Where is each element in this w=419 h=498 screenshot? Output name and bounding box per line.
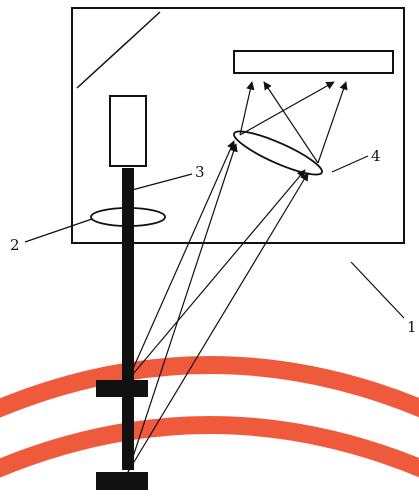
leader-3 [131, 173, 193, 191]
leader-1 [350, 261, 405, 319]
lower-red-arc [0, 416, 419, 478]
focused-rays [239, 81, 348, 164]
upper-red-arc [0, 356, 419, 418]
label-3: 3 [195, 163, 205, 181]
leader-2 [24, 218, 93, 243]
label-4: 4 [371, 147, 381, 165]
target-upper [96, 380, 148, 397]
lens-4 [233, 130, 323, 176]
reflected-rays [127, 140, 309, 473]
laser-source [109, 95, 147, 167]
label-1: 1 [407, 318, 417, 336]
lens-2 [90, 207, 166, 227]
housing-corner-line [76, 11, 161, 89]
laser-beam [122, 168, 134, 470]
leader-4 [331, 155, 369, 173]
housing-box [71, 7, 405, 244]
label-2: 2 [10, 236, 20, 254]
detector-bar [233, 50, 394, 74]
target-lower [96, 472, 148, 490]
